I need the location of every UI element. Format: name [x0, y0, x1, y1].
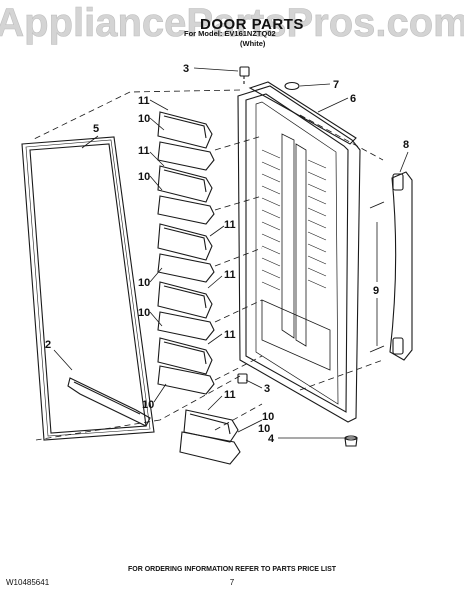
callout-numbers: 3 7 6 5 8 11 10 11 10 11 10 11 10 11 10 …	[45, 63, 409, 445]
callout-10-b: 10	[138, 171, 150, 183]
callout-11-e: 11	[224, 329, 236, 341]
hole-plug	[284, 81, 300, 91]
callout-11-f: 11	[224, 389, 236, 401]
bottom-handle	[67, 377, 151, 427]
callout-10-f: 10	[262, 411, 274, 423]
callout-3-bottom: 3	[264, 383, 270, 395]
door-bin-4	[157, 281, 215, 341]
document-number: W10485641	[6, 578, 50, 587]
callout-4: 4	[268, 433, 275, 445]
callout-10-a: 10	[138, 113, 150, 125]
door-bin-1	[157, 111, 215, 171]
door-liner	[237, 81, 361, 423]
bottom-hinge	[237, 373, 248, 384]
watermark-text: AppliancePartsPros.com	[0, 1, 464, 45]
callout-8: 8	[403, 139, 409, 151]
callout-11-b: 11	[138, 145, 150, 157]
callout-5: 5	[93, 123, 99, 135]
door-bin-5	[157, 337, 215, 395]
door-bin-2	[157, 165, 215, 225]
leveler-cap	[344, 435, 358, 447]
color-variant: (White)	[240, 39, 266, 48]
callout-6: 6	[350, 93, 356, 105]
page-number: 7	[229, 578, 235, 587]
callout-10-d: 10	[138, 307, 150, 319]
ordering-info: FOR ORDERING INFORMATION REFER TO PARTS …	[127, 566, 337, 573]
door-gasket	[21, 136, 155, 441]
door-bin-6	[179, 409, 241, 465]
diagram-title: DOOR PARTS	[200, 16, 304, 33]
top-hinge	[239, 66, 250, 86]
watermark: AppliancePartsPros.com	[0, 1, 464, 46]
callout-10-g: 10	[258, 423, 270, 435]
callout-7: 7	[333, 79, 339, 91]
handle-screws	[369, 201, 385, 353]
leader-lines	[53, 67, 409, 439]
callout-10-e: 10	[142, 399, 154, 411]
callout-11-d: 11	[224, 269, 236, 281]
callout-11-c: 11	[224, 219, 236, 231]
callout-3-top: 3	[183, 63, 189, 75]
model-number: For Model: EV161NZTQ02	[184, 29, 276, 38]
callout-2: 2	[45, 339, 51, 351]
callout-10-c: 10	[138, 277, 150, 289]
side-handle	[389, 171, 413, 361]
callout-9: 9	[373, 285, 379, 297]
door-bin-3	[157, 223, 215, 283]
callout-11-a: 11	[138, 95, 150, 107]
